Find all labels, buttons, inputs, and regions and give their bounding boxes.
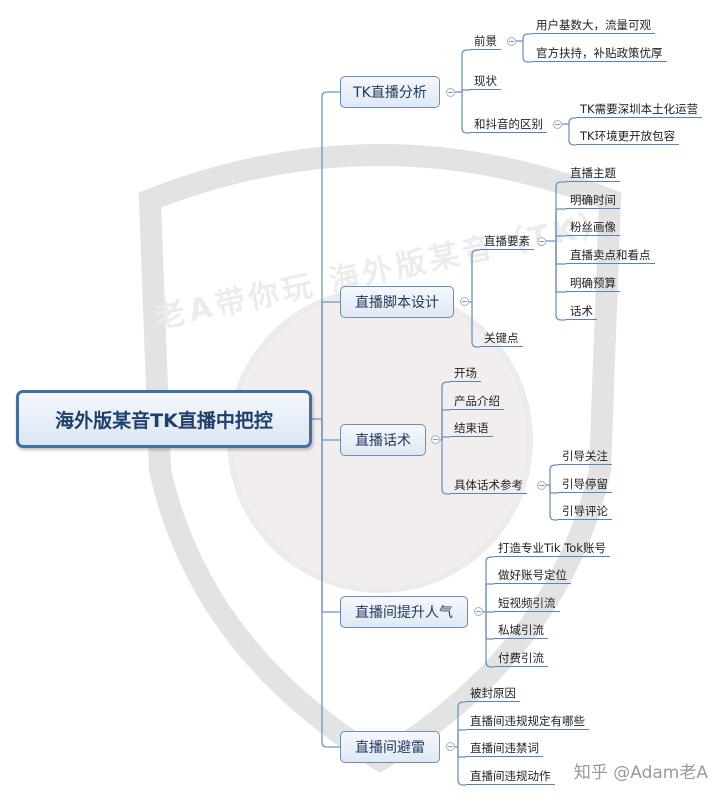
connector (555, 241, 566, 321)
sub-live-elements[interactable]: 直播要素 (480, 233, 534, 250)
sub-closing[interactable]: 结束语 (450, 420, 493, 437)
connector (441, 381, 450, 440)
connector (485, 556, 494, 612)
sub-product-intro[interactable]: 产品介绍 (450, 393, 504, 410)
connector (522, 41, 532, 63)
sub-paid-traffic[interactable]: 付费引流 (494, 650, 548, 667)
root-node[interactable]: 海外版某音TK直播中把控 (16, 390, 312, 448)
sub-difference-douyin[interactable]: 和抖音的区别 (470, 116, 547, 133)
connector (457, 701, 466, 747)
branch-boost-popularity[interactable]: 直播间提升人气 (340, 596, 468, 628)
branch-tk-analysis[interactable]: TK直播分析 (340, 76, 440, 108)
connector (321, 419, 340, 748)
leaf-guide-comment[interactable]: 引导评论 (558, 503, 612, 520)
connector (485, 612, 494, 668)
connector (461, 49, 470, 92)
sub-banned-words[interactable]: 直播间违禁词 (466, 740, 543, 757)
collapse-icon[interactable] (553, 120, 562, 129)
connector (549, 464, 558, 485)
connector (471, 249, 480, 302)
collapse-icon[interactable] (507, 37, 516, 46)
connector (461, 92, 470, 134)
leaf-live-theme[interactable]: 直播主题 (566, 165, 620, 182)
collapse-icon[interactable] (460, 297, 469, 306)
collapse-icon[interactable] (537, 481, 546, 490)
leaf-clear-budget[interactable]: 明确预算 (566, 275, 620, 292)
collapse-icon[interactable] (474, 607, 483, 616)
leaf-selling-points[interactable]: 直播卖点和看点 (566, 247, 655, 264)
connector (471, 302, 480, 348)
sub-pro-account[interactable]: 打造专业Tik Tok账号 (494, 540, 610, 557)
collapse-icon[interactable] (537, 237, 546, 246)
sub-account-positioning[interactable]: 做好账号定位 (494, 567, 571, 584)
connector (568, 117, 576, 124)
connector (568, 124, 576, 146)
collapse-icon[interactable] (431, 435, 440, 444)
connector (522, 33, 532, 41)
zhihu-watermark: 知乎 @Adam老A (573, 763, 708, 783)
leaf-large-user-base[interactable]: 用户基数大，流量可观 (532, 17, 655, 34)
leaf-clear-time[interactable]: 明确时间 (566, 192, 620, 209)
sub-violation-rules[interactable]: 直播间违规规定有哪些 (466, 713, 589, 730)
branch-live-script[interactable]: 直播话术 (340, 424, 426, 456)
sub-private-traffic[interactable]: 私域引流 (494, 622, 548, 639)
collapse-icon[interactable] (446, 88, 455, 97)
leaf-script[interactable]: 话术 (566, 303, 597, 320)
connector (441, 440, 450, 495)
sub-opening[interactable]: 开场 (450, 365, 481, 382)
sub-ban-reasons[interactable]: 被封原因 (466, 685, 520, 702)
leaf-official-support[interactable]: 官方扶持，补贴政策优厚 (532, 45, 667, 62)
leaf-guide-follow[interactable]: 引导关注 (558, 448, 612, 465)
sub-short-video-traffic[interactable]: 短视频引流 (494, 595, 560, 612)
leaf-tk-localized[interactable]: TK需要深圳本土化运营 (576, 101, 703, 118)
sub-prospect[interactable]: 前景 (470, 33, 501, 50)
connector (555, 181, 566, 241)
sub-key-points[interactable]: 关键点 (480, 330, 523, 347)
collapse-icon[interactable] (446, 742, 455, 751)
connector (549, 485, 558, 521)
connector (321, 91, 340, 419)
leaf-fan-profile[interactable]: 粉丝画像 (566, 219, 620, 236)
leaf-tk-open[interactable]: TK环境更开放包容 (576, 128, 680, 145)
branch-script-design[interactable]: 直播脚本设计 (340, 286, 454, 318)
sub-status[interactable]: 现状 (470, 73, 501, 90)
connector (457, 747, 466, 786)
branch-avoid-pitfalls[interactable]: 直播间避雷 (340, 731, 440, 763)
sub-violation-actions[interactable]: 直播间违规动作 (466, 768, 555, 785)
leaf-guide-stay[interactable]: 引导停留 (558, 476, 612, 493)
sub-script-reference[interactable]: 具体话术参考 (450, 477, 527, 494)
